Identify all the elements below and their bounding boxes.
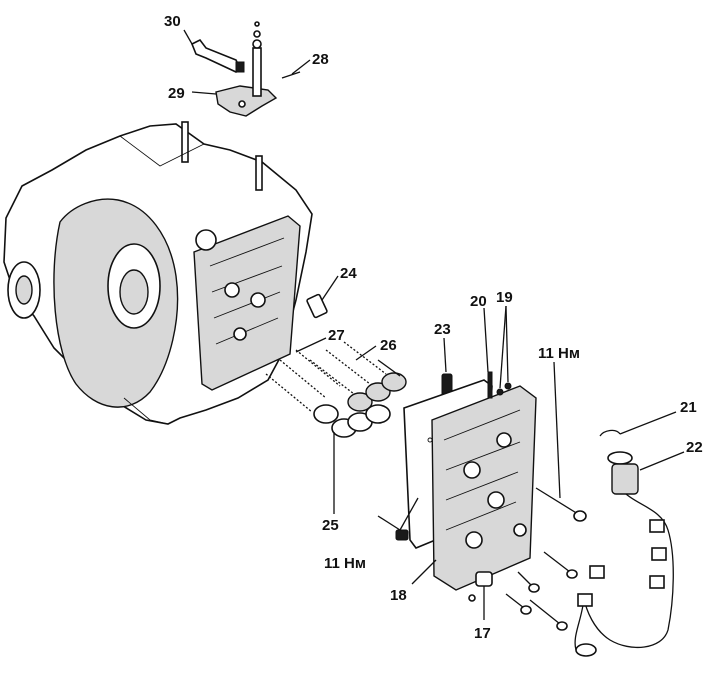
part-21-clip	[599, 429, 621, 437]
leader-lines	[183, 29, 685, 620]
callout-27: 27	[328, 327, 345, 344]
callout-18: 18	[390, 587, 407, 604]
valve-body-bolt-small	[395, 529, 409, 541]
detent-spring	[190, 38, 245, 73]
callout-labels: 30 29 28 24 27 26 25 23 20 19 11 Нм 21 2…	[164, 13, 703, 642]
callout-20: 20	[470, 293, 487, 310]
callout-28: 28	[312, 51, 329, 68]
manual-lever-assembly	[190, 21, 301, 117]
callout-17: 17	[474, 625, 491, 642]
part-17-sensor	[468, 571, 493, 602]
valve-body	[431, 385, 537, 591]
callout-26: 26	[380, 337, 397, 354]
torque-label-upper: 11 Нм	[538, 345, 580, 362]
part-19-check-balls	[496, 382, 512, 396]
callout-25: 25	[322, 517, 339, 534]
output-flange	[7, 261, 41, 319]
part-20-pin	[487, 371, 493, 399]
lever-shaft	[252, 21, 262, 97]
callout-22: 22	[686, 439, 703, 456]
valve-body-bolt-long	[535, 487, 587, 522]
detent-plate	[215, 85, 278, 117]
part-25-seals	[313, 404, 391, 438]
callout-29: 29	[168, 85, 185, 102]
callout-21: 21	[680, 399, 697, 416]
valve-body-mounting-face	[193, 215, 301, 391]
part-24-plug	[306, 293, 328, 319]
callout-23: 23	[434, 321, 451, 338]
transmission-case	[3, 121, 313, 425]
part-27-springs	[265, 349, 341, 413]
valve-body-bolts-lower	[505, 551, 578, 631]
part-22-connector-harness	[574, 451, 674, 657]
bell-housing	[53, 198, 179, 408]
part-26-pistons	[309, 341, 407, 412]
callout-24: 24	[340, 265, 357, 282]
case-studs	[181, 121, 263, 251]
callout-19: 19	[496, 289, 513, 306]
torque-label-lower: 11 Нм	[324, 555, 366, 572]
retaining-pin	[281, 71, 301, 79]
callout-30: 30	[164, 13, 181, 30]
